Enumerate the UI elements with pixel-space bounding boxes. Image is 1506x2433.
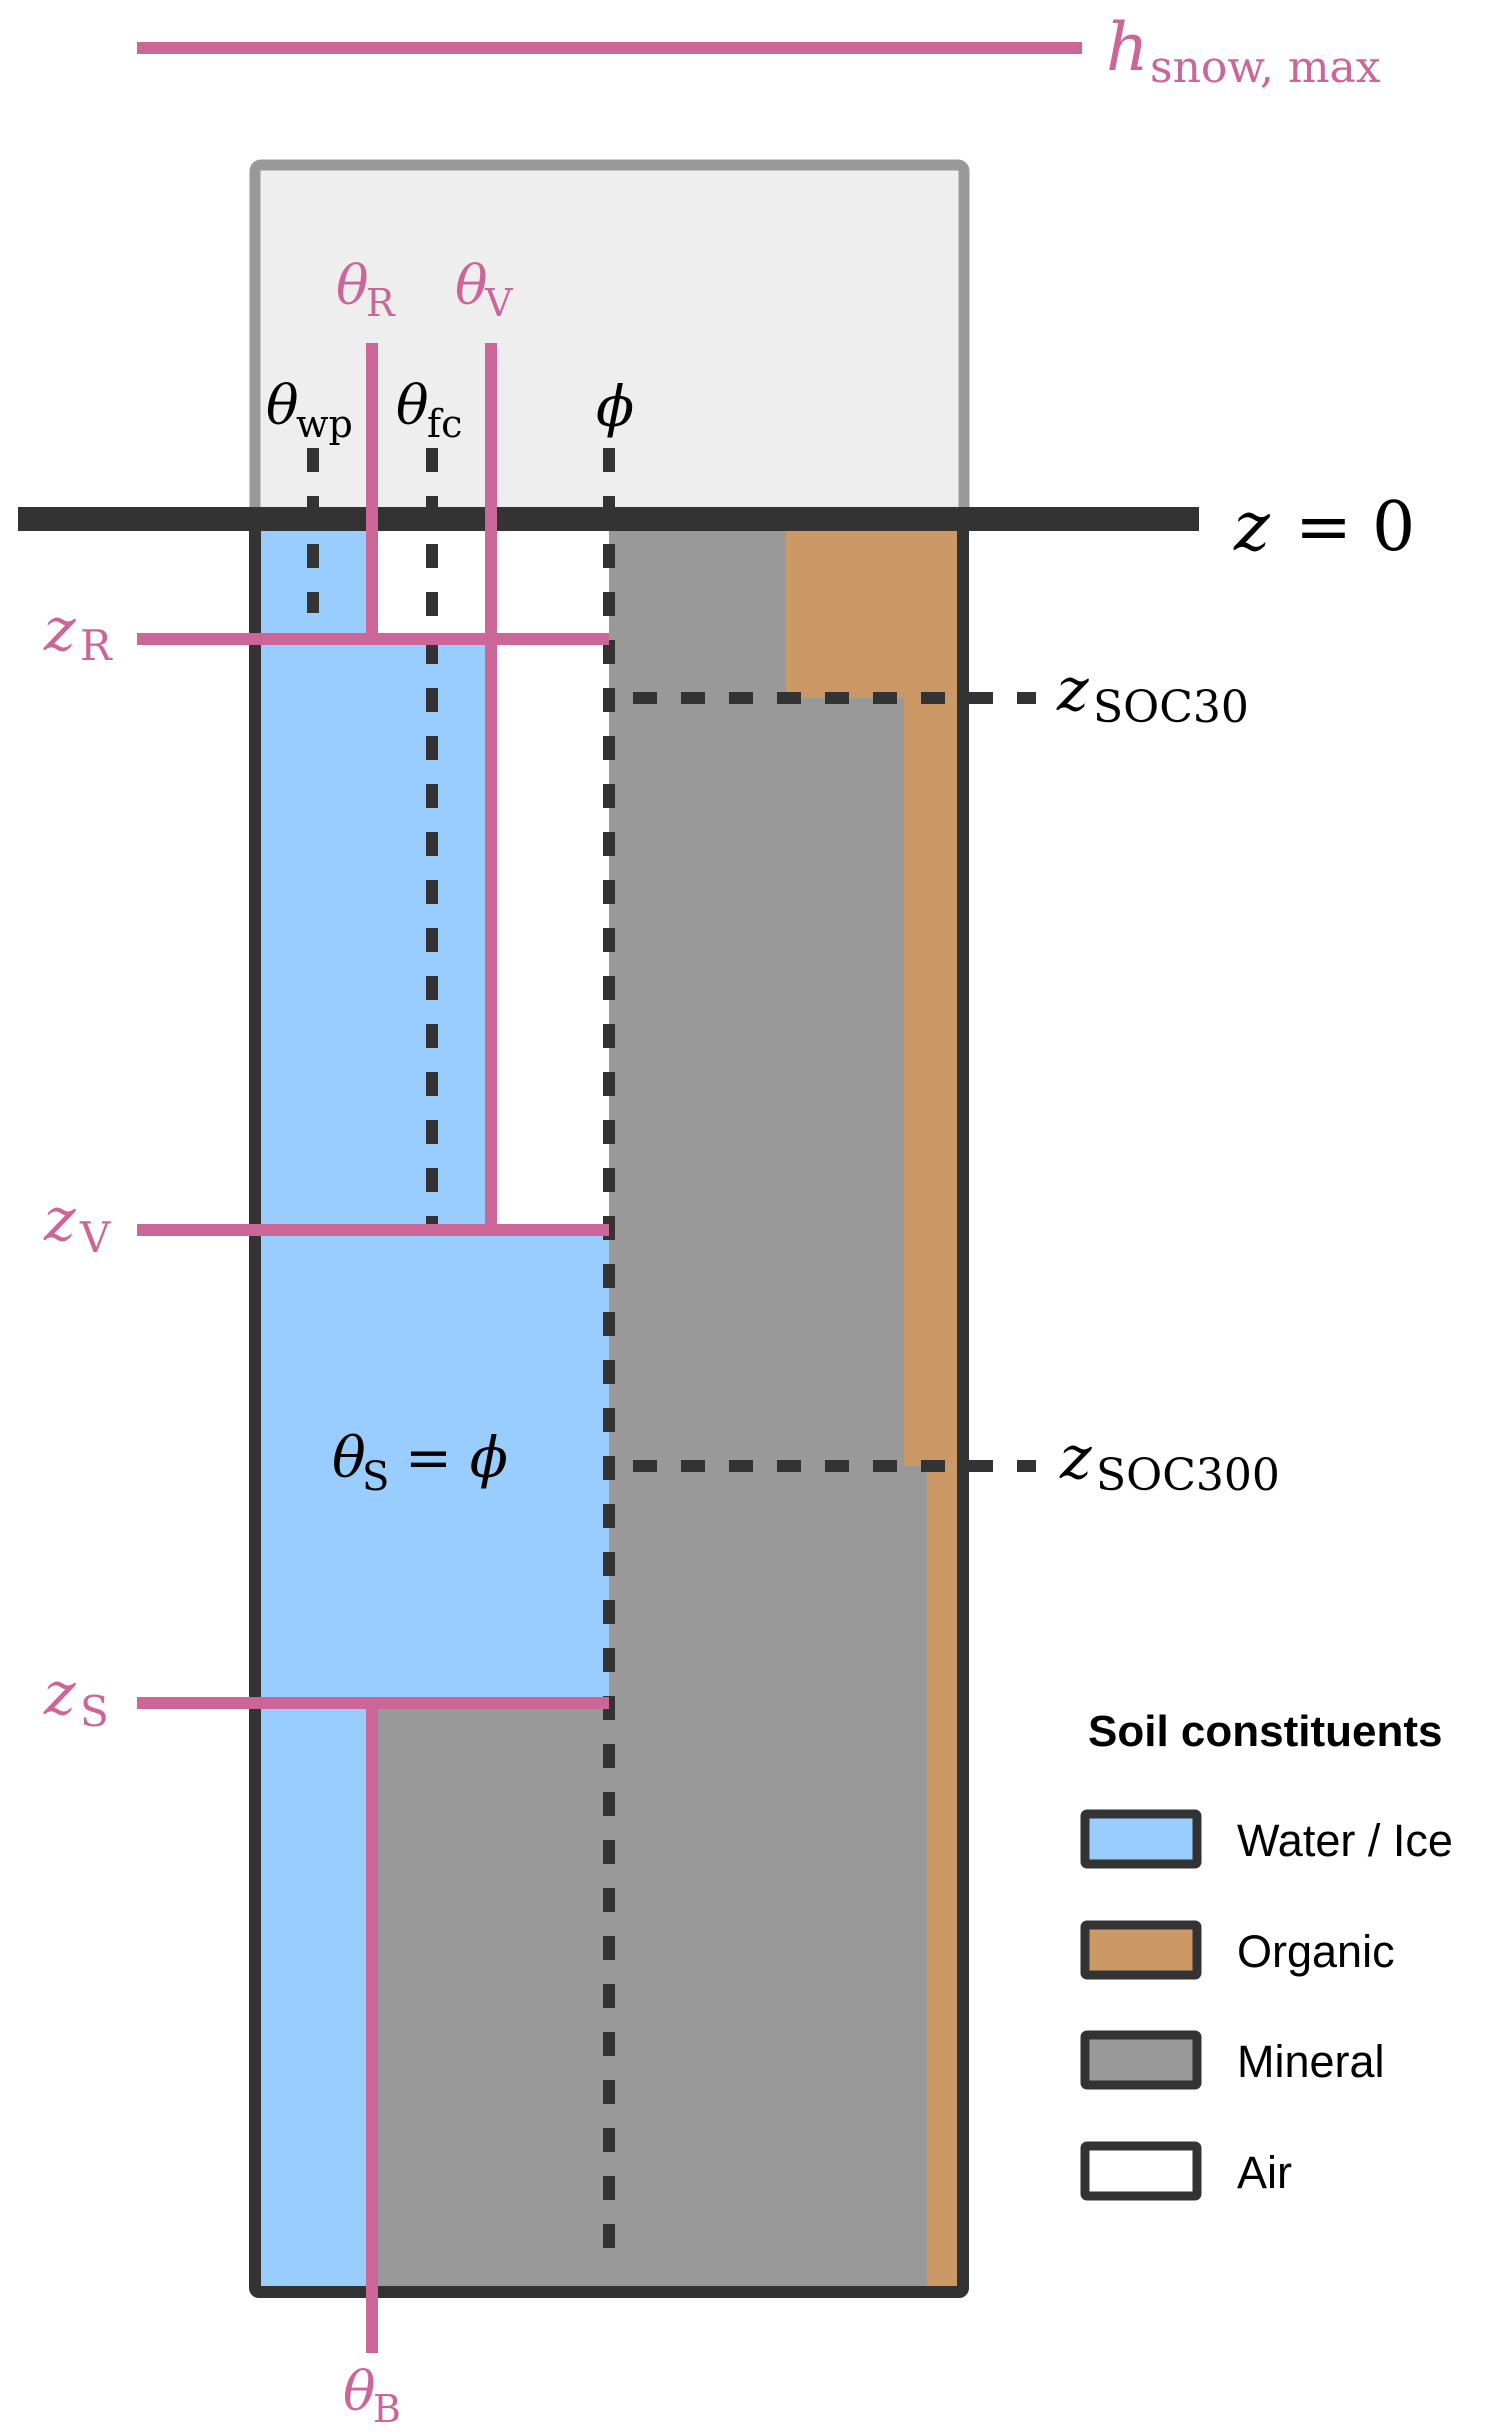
legend-label: Organic (1237, 1926, 1395, 1977)
phi-symbol: ϕ (596, 375, 634, 440)
theta-wp-sub: wp (296, 402, 353, 446)
z-SOC30-sub: SOC30 (1093, 682, 1249, 733)
theta-V-base: θ (455, 254, 488, 317)
z0-value: 0 (1372, 488, 1415, 567)
mineral-fill-mid (609, 698, 904, 1466)
z-SOC300-sub: SOC300 (1096, 1450, 1280, 1501)
z0-var: z (1233, 488, 1271, 567)
label-theta-fc: θ fc (396, 374, 462, 446)
theta-V-sub: V (484, 281, 513, 325)
label-theta-wp: θ wp (266, 374, 353, 446)
theta-B-base: θ (343, 2360, 376, 2423)
legend-title: Soil constituents (1088, 1707, 1442, 1756)
label-theta-S-equals-phi: θ S = ϕ (332, 1426, 508, 1500)
label-z-V: z V (43, 1185, 111, 1262)
label-phi: ϕ (596, 375, 634, 440)
z-V-sub: V (79, 1213, 111, 1262)
theta-R-base: θ (336, 254, 369, 317)
z-SOC300-base: z (1059, 1423, 1092, 1493)
legend-label: Mineral (1237, 2036, 1385, 2087)
legend-label: Air (1237, 2147, 1292, 2198)
theta-S-base: θ (332, 1426, 366, 1491)
z-S-base: z (43, 1659, 76, 1729)
legend-swatch (1080, 1920, 1202, 1980)
ground-surface-line (18, 507, 1199, 531)
water-fill-layer-2 (261, 639, 491, 1230)
theta-R-sub: R (366, 281, 396, 325)
z-V-base: z (43, 1185, 76, 1255)
label-z-S: z S (43, 1659, 109, 1736)
z-R-sub: R (80, 621, 113, 670)
legend-label: Water / Ice (1237, 1815, 1453, 1866)
h-snow-base: h (1106, 9, 1149, 86)
z-R-base: z (43, 595, 76, 665)
z0-eq: = (1295, 488, 1352, 567)
legend-item: Mineral (1080, 2030, 1385, 2090)
label-z-SOC30: z SOC30 (1056, 655, 1249, 733)
legend: Soil constituents Water / IceOrganicMine… (1080, 1707, 1453, 2201)
threshold-dashed-lines (307, 448, 1036, 2268)
label-z-equals-0: z = 0 (1233, 488, 1415, 567)
label-theta-B: θ B (343, 2360, 401, 2431)
label-z-R: z R (43, 595, 113, 670)
water-fill-layer-4 (261, 1703, 372, 2286)
legend-item: Organic (1080, 1920, 1395, 1980)
label-z-SOC300: z SOC300 (1059, 1423, 1280, 1501)
theta-S-sub: S (362, 1454, 389, 1500)
theta-fc-sub: fc (427, 402, 462, 446)
mineral-fill-bottom (609, 1466, 927, 2286)
label-h-snow-max: h snow, max (1106, 9, 1381, 93)
legend-swatch (1080, 2030, 1202, 2090)
z-S-sub: S (80, 1687, 109, 1736)
theta-B-sub: B (373, 2387, 401, 2431)
theta-S-rest: = ϕ (405, 1426, 508, 1491)
theta-fc-base: θ (396, 374, 429, 437)
parameter-lines (137, 42, 1082, 2353)
z-SOC30-base: z (1056, 655, 1089, 725)
h-snow-sub: snow, max (1150, 42, 1381, 93)
legend-item: Water / Ice (1080, 1809, 1453, 1869)
legend-swatch (1080, 1809, 1202, 1869)
mineral-fill-below-zS (372, 1703, 610, 2286)
label-theta-V: θ V (455, 254, 513, 325)
water-fill-layer-3 (261, 1230, 609, 1703)
mineral-fill-top (609, 531, 786, 698)
legend-item: Air (1080, 2141, 1292, 2201)
theta-wp-base: θ (266, 374, 299, 437)
legend-swatch (1080, 2141, 1202, 2201)
label-theta-R: θ R (336, 254, 396, 325)
